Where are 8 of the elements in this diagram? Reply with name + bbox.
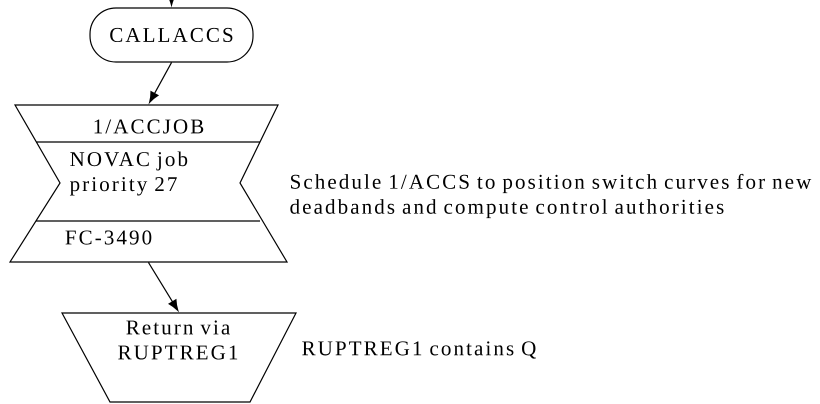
arrow (149, 62, 172, 103)
arrow (148, 262, 178, 311)
note-text: Schedule 1/ACCS to position switch curves for new deadbands and compute control authorities (290, 174, 812, 218)
arrow (166, 0, 176, 6)
job-hourglass: 1/ACCJOB NOVAC job priority 27 FC-3490 (8, 104, 288, 263)
return-trapezoid: Return via RUPTREG1 (61, 312, 297, 403)
note-text: RUPTREG1 contains Q (302, 341, 536, 359)
terminal-box: CALLACCS (89, 7, 254, 63)
